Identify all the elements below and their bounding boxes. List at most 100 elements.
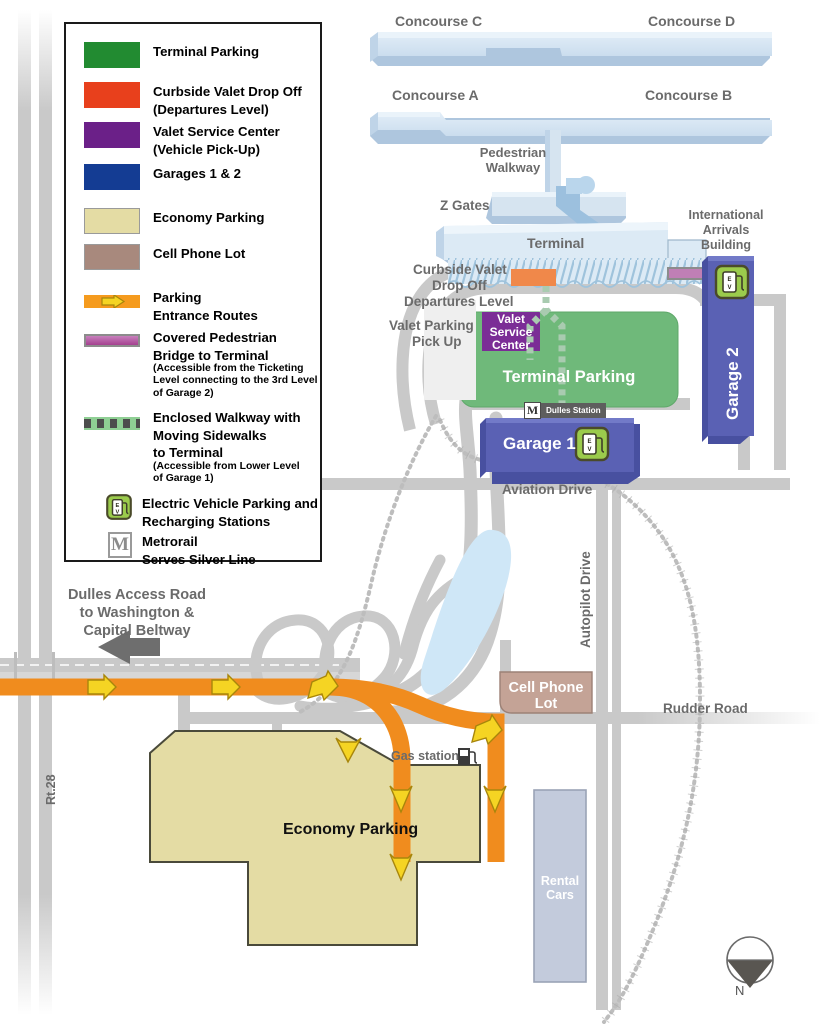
label-dulles-access-line3: Capital Beltway (83, 623, 191, 639)
legend-swatch-garages (84, 164, 140, 190)
legend-item-valet-service-center[interactable]: Valet Service Center (Vehicle Pick-Up) (84, 122, 280, 157)
label-dulles-station: Dulles Station (541, 403, 606, 418)
legend-swatch-curbside-valet (84, 82, 140, 108)
legend-item-enclosed-walkway[interactable]: Enclosed Walkway with Moving Sidewalks t… (84, 408, 301, 485)
legend-label-covered-bridge-1: Covered Pedestrian (153, 330, 277, 345)
map-legend: Terminal Parking Curbside Valet Drop Off… (64, 22, 322, 567)
legend-sublabel-curbside-valet: (Departures Level) (153, 101, 269, 117)
compass-rose (726, 936, 774, 988)
svg-text:E: E (115, 503, 119, 509)
label-dulles-access-line1: Dulles Access Road (67, 587, 207, 603)
svg-text:V: V (587, 447, 591, 453)
legend-item-electric-vehicle[interactable]: E V Electric Vehicle Parking and Recharg… (84, 494, 318, 529)
legend-sublabel-valet-service-center: (Vehicle Pick-Up) (153, 141, 260, 157)
legend-label-parking-route-1: Parking (153, 290, 202, 305)
ev-icon-garage-2: E V (714, 264, 750, 300)
legend-swatch-covered-bridge (84, 334, 140, 347)
legend-item-curbside-valet[interactable]: Curbside Valet Drop Off (Departures Leve… (84, 82, 302, 117)
label-valet-service-center-line1: Valet (496, 312, 526, 326)
label-curbside-valet-line2: Drop Off (432, 278, 487, 293)
label-garage-1: Garage 1 (503, 434, 576, 453)
legend-sub-covered-bridge-3: of Garage 2) (153, 387, 214, 399)
legend-label-economy-parking: Economy Parking (153, 210, 265, 225)
label-valet-service-center-line2: Service (489, 325, 533, 339)
svg-text:E: E (727, 277, 731, 283)
concourse-ab-building (370, 112, 772, 144)
legend-item-metrorail[interactable]: M Metrorail Serves Silver Line (84, 532, 256, 567)
ev-icon-garage-1: E V (574, 426, 610, 462)
label-aviation-drive: Aviation Drive (502, 482, 593, 497)
ev-charging-icon: E V (106, 494, 132, 520)
concourse-cd-building (370, 32, 772, 66)
label-terminal-parking: Terminal Parking (502, 368, 636, 386)
svg-text:V: V (727, 285, 731, 291)
label-curbside-valet-line1: Curbside Valet (413, 262, 507, 277)
legend-item-economy-parking[interactable]: Economy Parking (84, 208, 264, 234)
metrorail-icon: M (108, 532, 132, 558)
legend-label-ev-2: Recharging Stations (142, 513, 271, 529)
route-arrow-icon (101, 295, 126, 308)
curbside-valet-drop-off-block (511, 269, 556, 286)
legend-label-enclosed-walkway-2: Moving Sidewalks (153, 427, 267, 443)
label-pedestrian-walkway-line1: Pedestrian (479, 145, 547, 160)
legend-swatch-parking-route (84, 295, 140, 308)
label-economy-parking: Economy Parking (283, 821, 419, 838)
label-dulles-access-line2: to Washington & (79, 605, 195, 621)
label-garage-2: Garage 2 (723, 347, 742, 420)
curbside-hatch-band (447, 258, 708, 288)
garage-1-building (480, 418, 640, 484)
dulles-access-road (0, 652, 360, 682)
legend-swatch-valet-service-center (84, 122, 140, 148)
label-autopilot-drive: Autopilot Drive (578, 551, 593, 648)
valet-parking-pickup-area (424, 300, 476, 400)
legend-label-enclosed-walkway-3: to Terminal (153, 445, 224, 461)
rt-28-road (18, 10, 52, 1015)
svg-text:E: E (587, 439, 591, 445)
label-rental-cars-line1: Rental (540, 874, 580, 888)
label-terminal: Terminal (527, 235, 585, 251)
legend-label-enclosed-walkway-1: Enclosed Walkway with (153, 410, 301, 425)
label-concourse-c: Concourse C (395, 13, 483, 29)
legend-sub-covered-bridge-2: Level connecting to the 3rd Level (153, 375, 318, 387)
legend-item-terminal-parking[interactable]: Terminal Parking (84, 42, 259, 68)
label-international-arrivals-line3: Building (701, 238, 751, 252)
pond (420, 529, 512, 695)
legend-label-ev-1: Electric Vehicle Parking and (142, 496, 318, 511)
label-valet-parking-line1: Valet Parking (389, 318, 474, 333)
enclosed-walkway-moving-sidewalks (526, 286, 566, 412)
legend-swatch-terminal-parking (84, 42, 140, 68)
label-cell-phone-lot-line1: Cell Phone (508, 680, 584, 696)
legend-label-garages: Garages 1 & 2 (153, 166, 241, 181)
label-concourse-d: Concourse D (648, 13, 736, 29)
label-rental-cars-line2: Cars (546, 888, 574, 902)
legend-sub-enclosed-walkway-1: (Accessible from Lower Level (153, 460, 300, 472)
label-international-arrivals-line1: International (688, 208, 764, 222)
legend-label-valet-service-center: Valet Service Center (153, 124, 280, 139)
rental-cars-building (533, 789, 587, 983)
label-international-arrivals-line2: Arrivals (702, 223, 750, 237)
dulles-station-marker[interactable]: M Dulles Station (524, 402, 606, 419)
legend-item-cell-phone-lot[interactable]: Cell Phone Lot (84, 244, 245, 270)
metro-m-icon: M (524, 402, 541, 419)
legend-sub-enclosed-walkway-2: of Garage 1) (153, 473, 214, 484)
label-valet-service-center-line3: Center (491, 338, 530, 352)
legend-swatch-cell-phone-lot (84, 244, 140, 270)
legend-swatch-enclosed-walkway (84, 417, 140, 430)
legend-item-garages[interactable]: Garages 1 & 2 (84, 164, 241, 190)
legend-item-covered-pedestrian-bridge[interactable]: Covered Pedestrian Bridge to Terminal (A… (84, 328, 318, 400)
label-concourse-b: Concourse B (645, 87, 733, 103)
label-z-gates: Z Gates (440, 198, 490, 213)
dulles-access-direction-arrow (98, 630, 160, 664)
valet-service-center-block (482, 312, 540, 351)
legend-swatch-economy-parking (84, 208, 140, 234)
legend-label-terminal-parking: Terminal Parking (153, 44, 260, 59)
legend-label-metrorail-1: Metrorail (142, 534, 198, 549)
svg-text:V: V (115, 510, 119, 516)
label-pedestrian-walkway-line2: Walkway (485, 160, 541, 175)
label-curbside-valet-line3: Departures Level (404, 294, 514, 309)
route-arrow-markers (87, 669, 507, 882)
legend-item-parking-entrance-routes[interactable]: Parking Entrance Routes (84, 288, 258, 323)
cell-phone-lot-area (499, 671, 593, 714)
